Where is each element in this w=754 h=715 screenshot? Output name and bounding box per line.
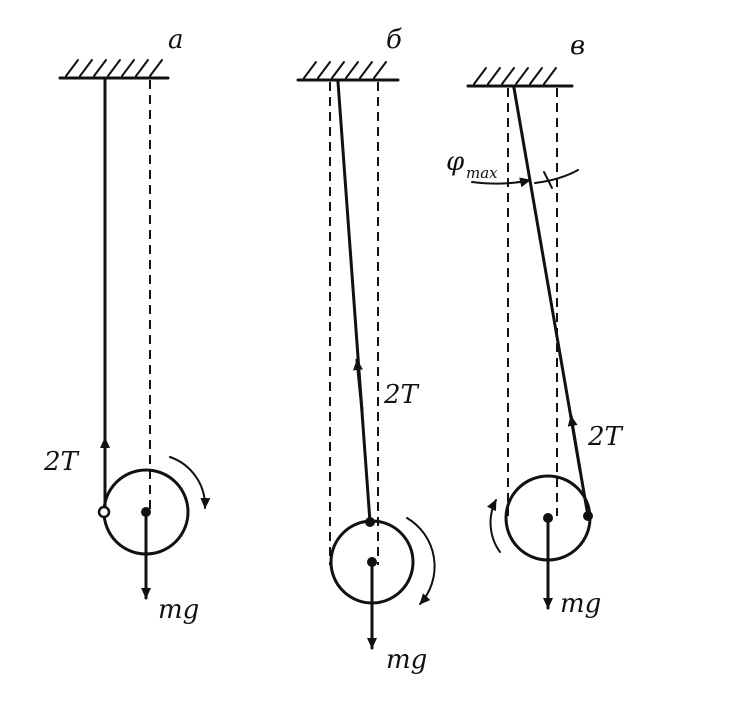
ceiling-v: [466, 67, 574, 88]
ceiling-a: [58, 59, 170, 80]
angle-subscript-v: max: [466, 164, 498, 182]
rotation-arrow-a: [169, 456, 211, 509]
thread-b: [336, 80, 372, 524]
panel-letter-b: б: [386, 25, 402, 55]
angle-tick-v: [543, 171, 553, 189]
tension-label-a: 2T: [43, 447, 80, 477]
panel-b: б 2T mg: [296, 25, 436, 675]
rotation-arrow-b: [406, 517, 436, 605]
panel-letter-a: а: [168, 25, 184, 55]
thread-point-b: [365, 517, 375, 527]
rotation-arrow-v: [487, 499, 501, 553]
panel-v: в φ max 2T mg: [446, 31, 624, 619]
angle-symbol-v: φ: [446, 147, 465, 177]
weight-label-v: mg: [560, 589, 601, 619]
panel-letter-v: в: [570, 31, 585, 61]
weight-label-b: mg: [386, 645, 427, 675]
angle-arc-v: [534, 169, 579, 184]
thread-point-a: [97, 505, 111, 519]
ceiling-b: [296, 61, 400, 82]
tension-label-v: 2T: [587, 422, 624, 452]
weight-label-a: mg: [158, 595, 199, 625]
tension-arrow-b: [353, 358, 364, 412]
tension-label-b: 2T: [383, 380, 420, 410]
tension-arrow-v: [567, 414, 582, 472]
panel-a: а 2T mg: [43, 25, 211, 625]
angle-pointer-v: [471, 177, 531, 188]
thread-point-v: [583, 511, 593, 521]
